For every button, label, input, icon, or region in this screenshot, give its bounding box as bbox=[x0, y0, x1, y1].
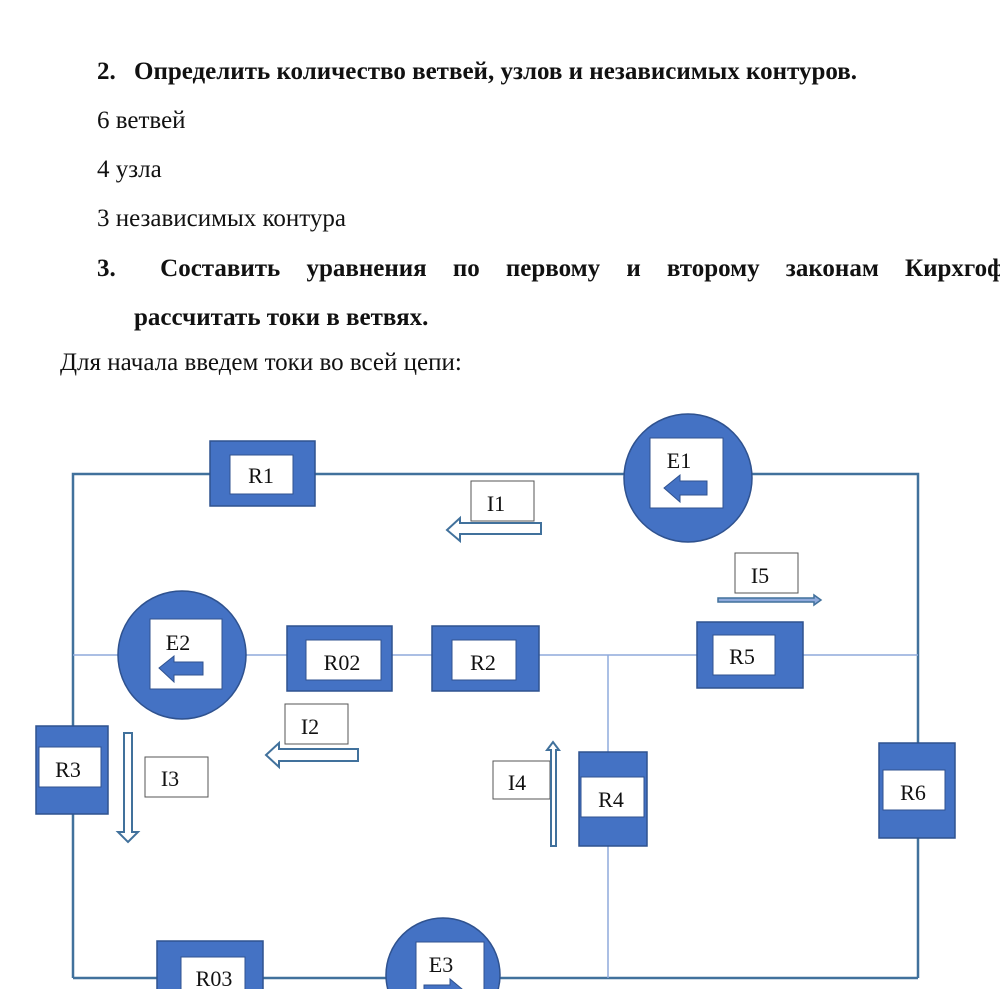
arrow-right-icon bbox=[717, 593, 823, 607]
resistor-r03[interactable]: R03 bbox=[156, 940, 264, 989]
resistor-label: R6 bbox=[900, 780, 926, 805]
source-label: E2 bbox=[166, 630, 190, 655]
resistor-label: R1 bbox=[248, 463, 274, 488]
arrow-right-icon bbox=[423, 977, 463, 989]
source-e1[interactable]: E1 bbox=[623, 413, 753, 543]
arrow-left-icon bbox=[158, 654, 204, 684]
source-label: E3 bbox=[429, 952, 453, 977]
current-i2: I2 bbox=[264, 703, 359, 770]
resistor-r6[interactable]: R6 bbox=[878, 742, 956, 839]
wire-outer-left bbox=[71, 472, 210, 726]
answer-loops: 3 независимых контура bbox=[97, 205, 346, 232]
answer-nodes: 4 узла bbox=[97, 156, 162, 183]
heading-word: по bbox=[452, 255, 480, 282]
heading-word: Кирхгофа bbox=[905, 255, 1000, 282]
wires bbox=[71, 472, 920, 980]
resistor-r02[interactable]: R02 bbox=[286, 625, 393, 692]
current-label: I2 bbox=[301, 714, 319, 739]
resistor-r4[interactable]: R4 bbox=[578, 751, 648, 847]
current-i3: I3 bbox=[115, 732, 209, 844]
heading-word: первому bbox=[505, 255, 601, 282]
intro-text: Для начала введем токи во всей цепи: bbox=[60, 349, 462, 376]
resistor-label: R5 bbox=[729, 644, 755, 669]
section3-heading-line1: 3. Составить уравнения по первому и втор… bbox=[97, 254, 1000, 284]
arrow-left-icon bbox=[264, 740, 359, 770]
answer-branches: 6 ветвей bbox=[97, 107, 186, 134]
resistor-label: R03 bbox=[196, 966, 233, 989]
current-label: I3 bbox=[161, 766, 179, 791]
source-e2[interactable]: E2 bbox=[117, 590, 247, 720]
arrow-left-icon bbox=[663, 473, 708, 504]
source-e3[interactable]: E3 bbox=[385, 917, 501, 989]
current-i5: I5 bbox=[717, 552, 823, 607]
current-label: I4 bbox=[508, 770, 526, 795]
section3-number: 3. bbox=[97, 255, 116, 282]
section2-heading: 2. Определить количество ветвей, узлов и … bbox=[97, 57, 857, 87]
heading-word: Составить bbox=[160, 255, 281, 282]
resistor-label: R3 bbox=[55, 757, 81, 782]
current-i4: I4 bbox=[492, 740, 561, 847]
source-label: E1 bbox=[667, 448, 691, 473]
current-i1: I1 bbox=[445, 480, 542, 544]
resistor-r5[interactable]: R5 bbox=[696, 621, 804, 689]
heading-word: второму bbox=[666, 255, 760, 282]
heading-word: законам bbox=[785, 255, 879, 282]
section3-heading-line2: рассчитать токи в ветвях. bbox=[134, 304, 429, 331]
section2-heading-text: Определить количество ветвей, узлов и не… bbox=[134, 58, 858, 85]
current-label: I5 bbox=[751, 563, 769, 588]
resistor-label: R2 bbox=[470, 650, 496, 675]
resistor-r2[interactable]: R2 bbox=[431, 625, 540, 692]
heading-word: и bbox=[626, 255, 641, 282]
heading-word: уравнения bbox=[306, 255, 427, 282]
current-label: I1 bbox=[487, 491, 505, 516]
resistor-label: R02 bbox=[324, 650, 361, 675]
resistor-r1[interactable]: R1 bbox=[209, 440, 316, 507]
arrow-down-icon bbox=[115, 732, 141, 844]
resistor-label: R4 bbox=[598, 787, 624, 812]
arrow-left-icon bbox=[445, 515, 542, 544]
arrow-up-icon bbox=[545, 740, 561, 847]
wire-outer-right bbox=[752, 472, 920, 743]
section2-number: 2. bbox=[97, 58, 116, 85]
resistor-r3[interactable]: R3 bbox=[35, 725, 109, 815]
